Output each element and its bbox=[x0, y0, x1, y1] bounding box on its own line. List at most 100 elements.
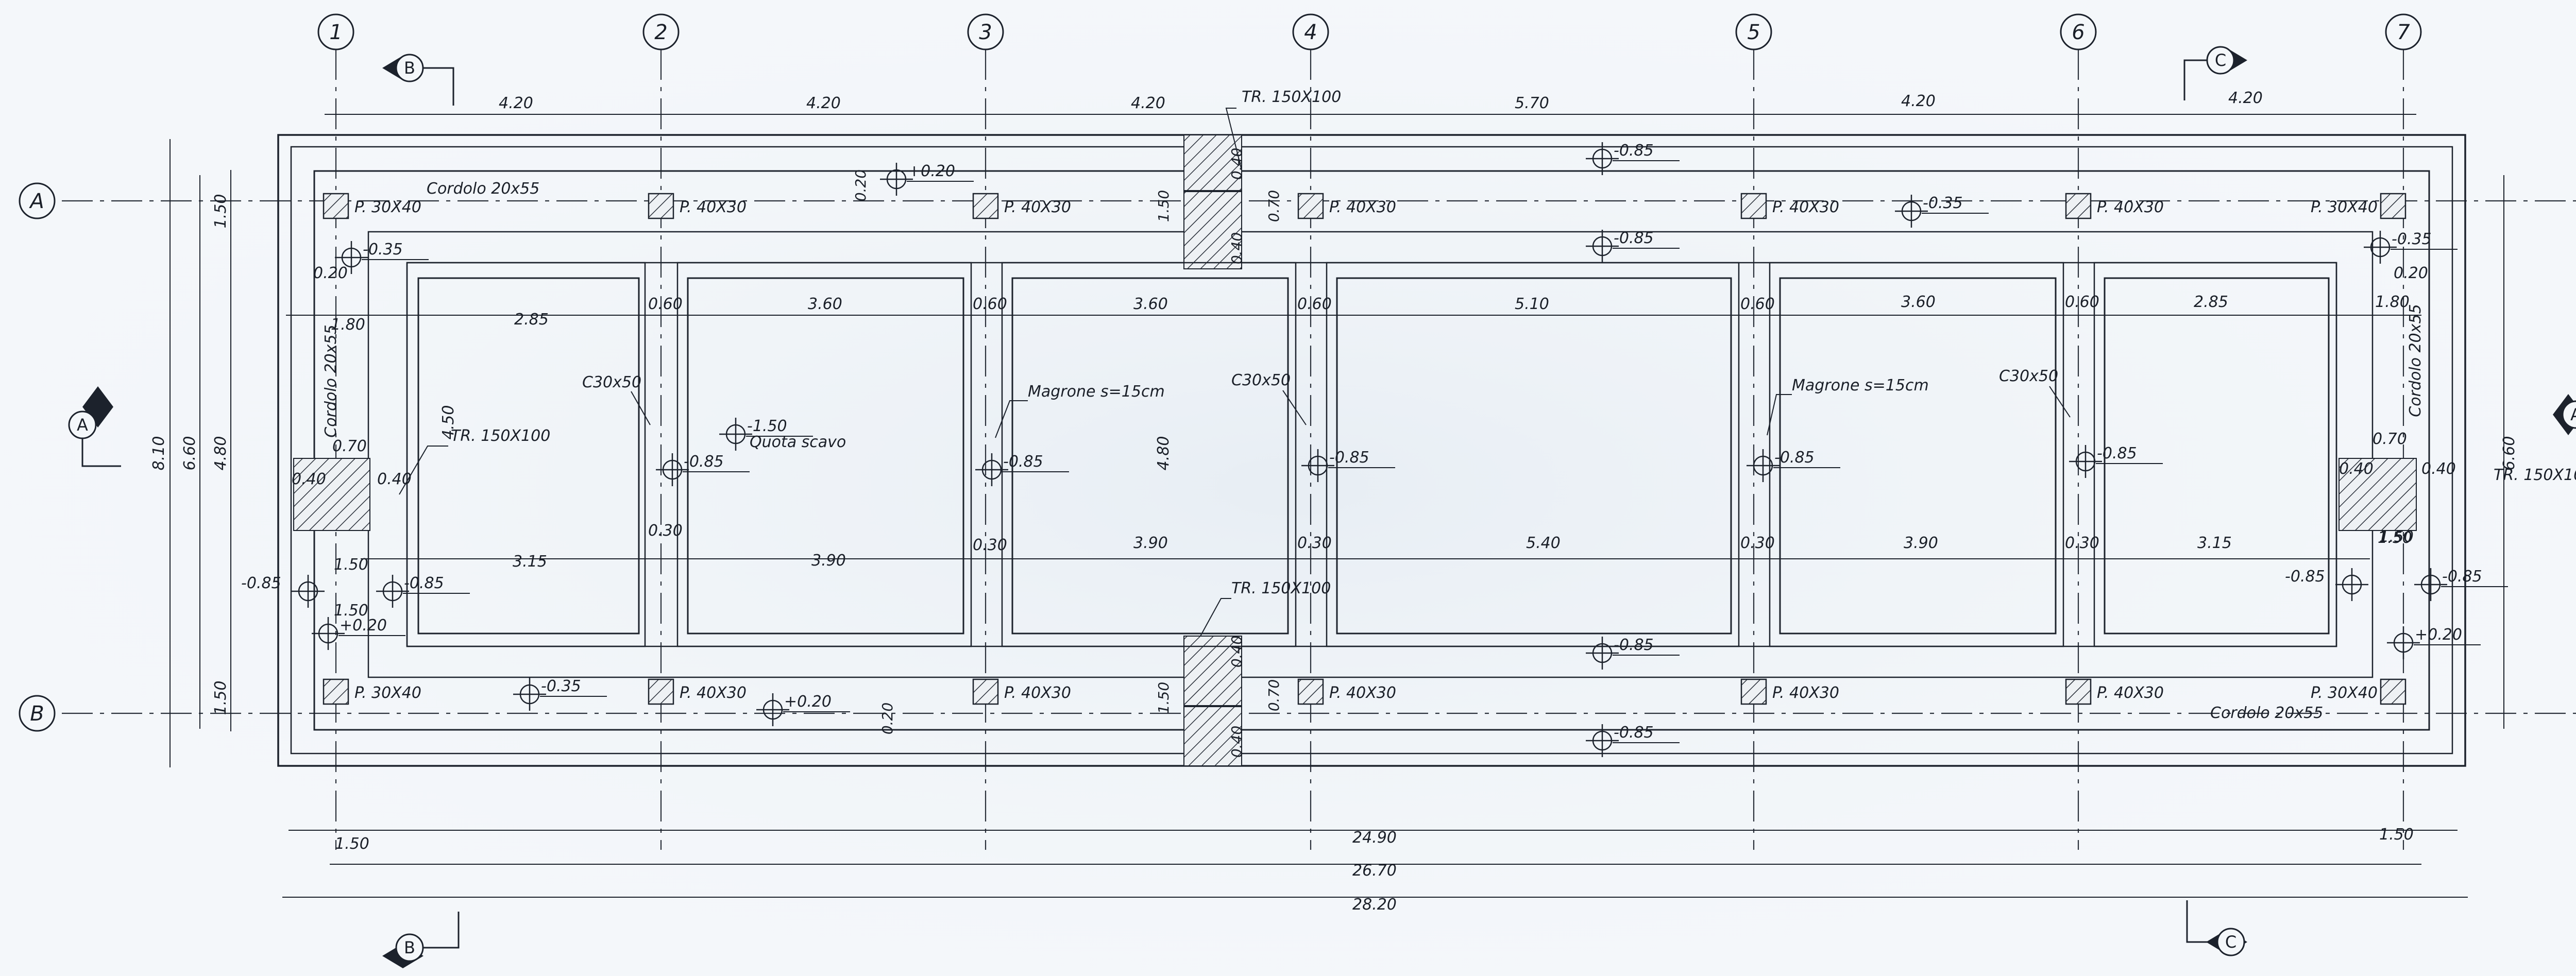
bay-3-outer bbox=[1001, 262, 1297, 647]
level-marker-20: -0.35 bbox=[513, 677, 607, 711]
svg-text:2: 2 bbox=[654, 21, 667, 44]
lower-bay-1: 3.15 bbox=[513, 553, 547, 571]
upper-gap-3: 0.60 bbox=[1297, 295, 1332, 313]
level-marker-7: -1.50 bbox=[719, 417, 813, 451]
bay-3-inner bbox=[1011, 277, 1289, 635]
svg-text:-0.85: -0.85 bbox=[1774, 449, 1815, 467]
bottom-dim-2820: 28.20 bbox=[1352, 896, 1397, 914]
pillar-bottom-5 bbox=[1740, 678, 1767, 705]
trench-right bbox=[2338, 458, 2417, 531]
right-dim-overall: 6.60 bbox=[2500, 436, 2518, 471]
svg-text:-0.85: -0.85 bbox=[1329, 449, 1369, 467]
svg-text:B: B bbox=[404, 938, 415, 957]
section-mark-b-top: B bbox=[382, 54, 454, 106]
left-dim-top: 1.50 bbox=[212, 194, 230, 229]
grid-axes bbox=[62, 49, 2576, 850]
leader-magrone-5 bbox=[1767, 394, 1792, 436]
trench-label-bottom: TR. 150X100 bbox=[1231, 579, 1331, 597]
small-dim-left-040b: 0.40 bbox=[377, 470, 412, 488]
leader-lines bbox=[399, 108, 2071, 637]
axis-bubble-2: 2 bbox=[642, 13, 680, 50]
small-dim-right-150: 1.50 bbox=[2379, 528, 2414, 546]
axis-bubble-6: 6 bbox=[2060, 13, 2097, 50]
svg-text:C: C bbox=[2225, 932, 2236, 952]
pillar-label-bottom-7: P. 30X40 bbox=[2311, 684, 2378, 702]
svg-text:7: 7 bbox=[2397, 21, 2410, 44]
cordolo-right: Cordolo 20x55 bbox=[2406, 304, 2425, 417]
foundation-outlines bbox=[277, 134, 2466, 767]
leader-trench-top bbox=[1225, 108, 1242, 170]
bay-1-outer bbox=[406, 262, 646, 647]
upper-bay-6: 2.85 bbox=[2194, 293, 2228, 311]
pillar-label-top-5: P. 40X30 bbox=[1772, 198, 1839, 216]
bottom-dim-right: 1.50 bbox=[2379, 826, 2414, 844]
small-dim-left-070: 0.70 bbox=[332, 437, 367, 455]
pillar-label-top-6: P. 40X30 bbox=[2097, 198, 2164, 216]
bay-4-outer bbox=[1326, 262, 1740, 647]
pillar-bottom-2 bbox=[648, 678, 674, 705]
leader-column-2 bbox=[631, 391, 651, 425]
pillar-label-bottom-3: P. 40X30 bbox=[1004, 684, 1071, 702]
trench-dim-top-070: 0.70 bbox=[1265, 190, 1282, 222]
pillar-bottom-6 bbox=[2065, 678, 2092, 705]
small-dim-top-020: 0.20 bbox=[852, 169, 869, 201]
svg-text:C: C bbox=[2215, 50, 2226, 70]
lower-bay-6: 3.15 bbox=[2197, 534, 2232, 552]
lower-edge-right: 1.50 bbox=[2378, 529, 2412, 547]
third-outline bbox=[313, 170, 2430, 731]
level-marker-6: -0.35 bbox=[2364, 230, 2458, 264]
svg-text:-0.85: -0.85 bbox=[1614, 142, 1654, 160]
pillar-top-3 bbox=[972, 193, 999, 219]
level-marker-15: -0.85 bbox=[2285, 568, 2368, 601]
upper-bay-1: 2.85 bbox=[514, 311, 549, 329]
axis-bubble-5: 5 bbox=[1735, 13, 1772, 50]
bay-6-inner bbox=[2104, 277, 2330, 635]
level-marker-4: -0.35 bbox=[1895, 194, 1989, 228]
svg-text:3: 3 bbox=[979, 21, 992, 44]
svg-text:-0.35: -0.35 bbox=[1923, 194, 1963, 212]
bay-5-outer bbox=[1769, 262, 2064, 647]
pillar-bottom-4 bbox=[1297, 678, 1324, 705]
section-mark-a-right: A bbox=[2553, 394, 2576, 435]
svg-text:+0.20: +0.20 bbox=[908, 162, 955, 180]
svg-text:-0.85: -0.85 bbox=[684, 453, 724, 471]
upper-edge-right: 1.80 bbox=[2375, 293, 2410, 311]
trench-dim-bot-070: 0.70 bbox=[1265, 679, 1282, 711]
upper-bay-5: 3.60 bbox=[1901, 293, 1936, 311]
bays-group bbox=[406, 262, 2337, 647]
level-marker-2: -0.85 bbox=[1586, 142, 1680, 175]
pillar-bottom-3 bbox=[972, 678, 999, 705]
small-dim-right-040b: 0.40 bbox=[2421, 460, 2456, 478]
svg-text:6: 6 bbox=[2072, 21, 2084, 44]
axis-bubble-3: 3 bbox=[967, 13, 1004, 50]
axis-bubble-4: 4 bbox=[1292, 13, 1329, 50]
column-label-6: C30x50 bbox=[1999, 367, 2058, 385]
small-dim-right-020: 0.20 bbox=[2394, 264, 2428, 282]
svg-text:-0.85: -0.85 bbox=[2097, 444, 2137, 463]
bay-2-inner bbox=[687, 277, 964, 635]
level-marker-1: +0.20 bbox=[880, 162, 974, 196]
upper-bay-2: 3.60 bbox=[808, 295, 842, 313]
axis-bubble-1: 1 bbox=[317, 13, 354, 50]
trench-label-right: TR. 150X100 bbox=[2494, 466, 2576, 484]
lower-bay-2: 3.90 bbox=[811, 552, 846, 570]
pillar-label-bottom-6: P. 40X30 bbox=[2097, 684, 2164, 702]
svg-text:A: A bbox=[2570, 405, 2576, 424]
svg-text:+0.20: +0.20 bbox=[2415, 626, 2462, 644]
small-dim-480: 4.80 bbox=[1155, 436, 1173, 471]
level-marker-5: -0.35 bbox=[335, 241, 429, 274]
level-marker-14: -0.85 bbox=[376, 574, 470, 608]
annotation-labels: Cordolo 20x55 Cordolo 20x55 Cordolo 20x5… bbox=[322, 88, 2576, 722]
level-marker-16: -0.85 bbox=[2414, 568, 2508, 601]
lower-bay-3: 3.90 bbox=[1133, 534, 1168, 552]
upper-bay-4: 5.10 bbox=[1515, 295, 1549, 313]
upper-gap-2: 0.60 bbox=[973, 295, 1007, 313]
pillar-top-7 bbox=[2380, 193, 2406, 219]
trench-top-lower bbox=[1183, 191, 1242, 269]
pillar-label-top-4: P. 40X30 bbox=[1329, 198, 1396, 216]
outer-outline bbox=[277, 134, 2466, 767]
second-outline bbox=[290, 146, 2453, 755]
svg-text:-0.85: -0.85 bbox=[241, 574, 281, 592]
bay-5-inner bbox=[1779, 277, 2057, 635]
